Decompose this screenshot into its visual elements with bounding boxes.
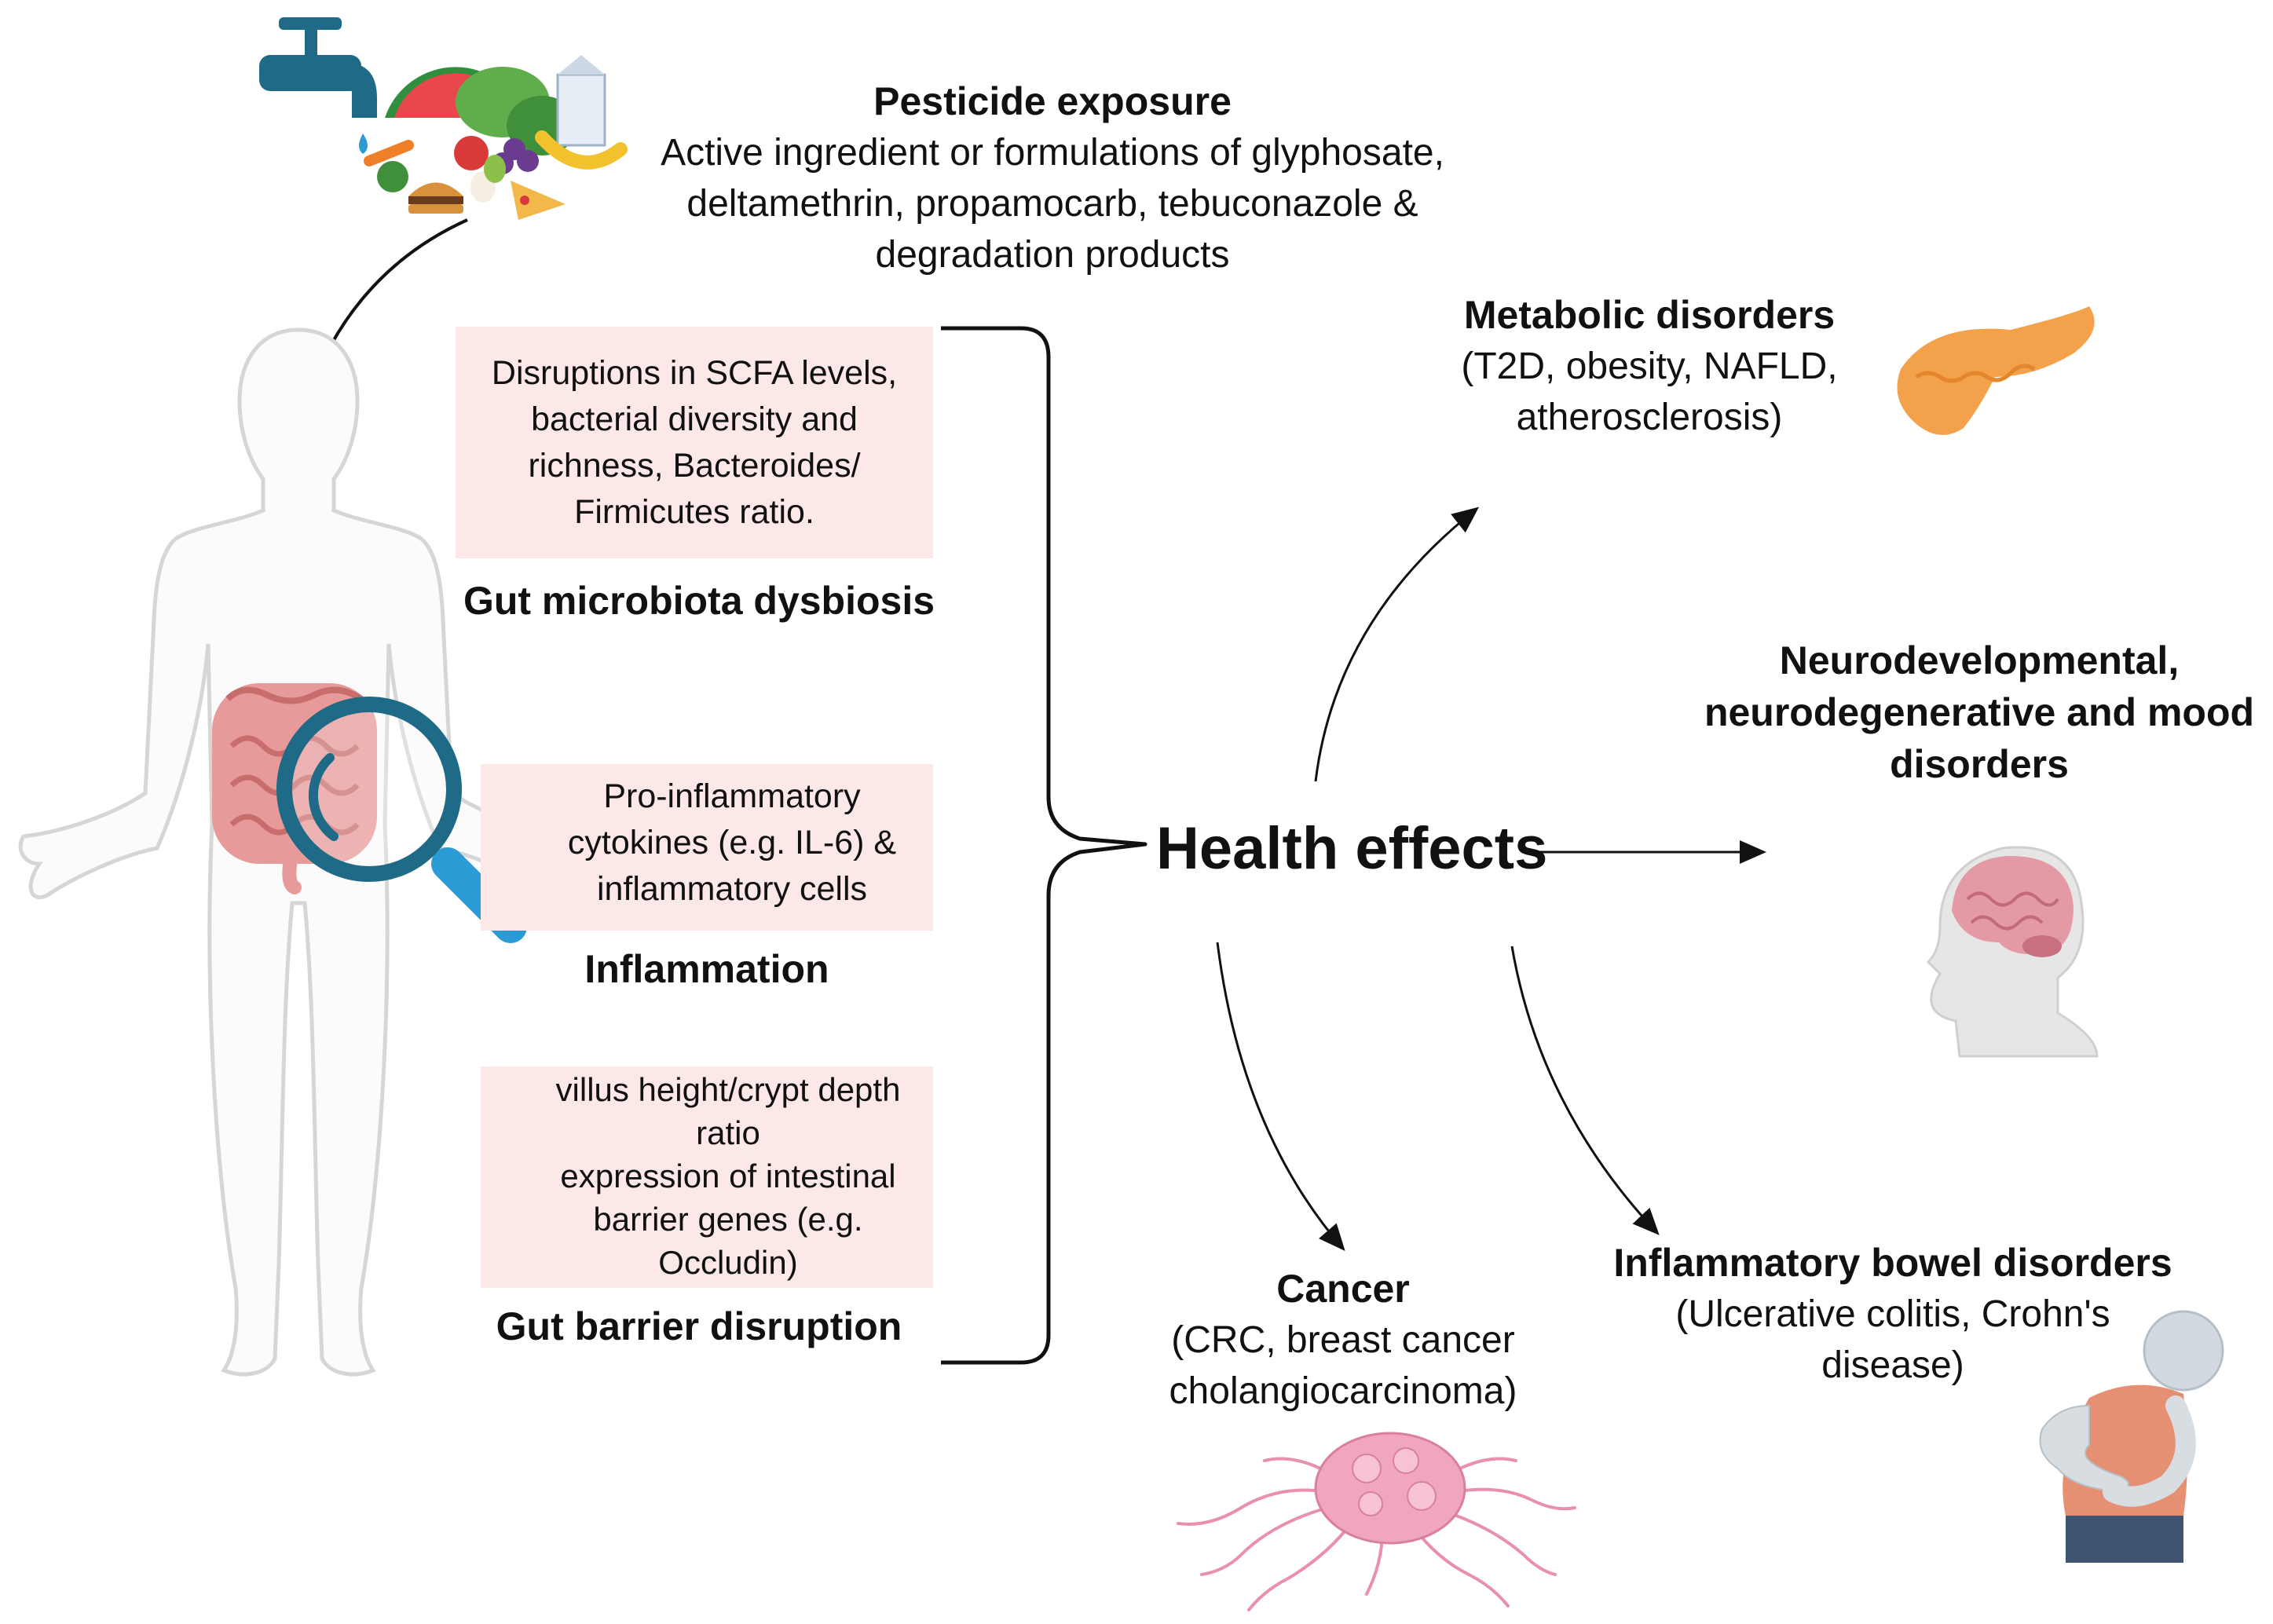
barrier-line-1: villus height/crypt depth [555, 1071, 901, 1108]
cancer-line-2: cholangiocarcinoma) [1169, 1370, 1517, 1412]
barrier-line-2: ratio [696, 1114, 760, 1151]
dysbiosis-line-1: Disruptions in SCFA levels, [491, 354, 898, 392]
barrier-box: ↓ villus height/crypt depth ratio expres… [481, 1066, 933, 1288]
ibd-line-1: (Ulcerative colitis, Crohn's [1675, 1293, 2110, 1335]
exposure-block: Pesticide exposure Active ingredient or … [613, 75, 1492, 280]
ibd-line-2: disease) [1821, 1344, 1964, 1386]
neuro-title-line-1: Neurodevelopmental, [1779, 638, 2180, 682]
health-effects-label: Health effects [1156, 815, 1548, 882]
arrow-to-cancer [1216, 942, 1345, 1252]
neuro-block: Neurodevelopmental, neurodegenerative an… [1689, 635, 2270, 790]
exposure-line-1: Active ingredient or formulations of gly… [661, 132, 1444, 174]
inflammation-line-2: cytokines (e.g. IL-6) & [567, 824, 897, 861]
cancer-block: Cancer (CRC, breast cancer cholangiocarc… [1123, 1263, 1563, 1417]
dysbiosis-box: Disruptions in SCFA levels, bacterial di… [456, 327, 933, 558]
inflammation-line-1: Pro-inflammatory [603, 777, 861, 815]
exposure-line-2: deltamethrin, propamocarb, tebuconazole … [686, 183, 1418, 225]
barrier-line-4: barrier genes (e.g. [593, 1201, 863, 1238]
dysbiosis-line-3: richness, Bacteroides/ [528, 447, 861, 485]
metabolic-title: Metabolic disorders [1463, 293, 1836, 337]
food-and-water-icon [259, 17, 628, 220]
dysbiosis-label: Gut microbiota dysbiosis [463, 579, 935, 623]
inflammation-line-3: inflammatory cells [596, 870, 868, 908]
neuro-title-line-2: neurodegenerative and mood [1704, 690, 2255, 734]
ibd-block: Inflammatory bowel disorders (Ulcerative… [1587, 1237, 2199, 1391]
tumor-icon [1177, 1432, 1576, 1611]
inflammation-label: Inflammation [584, 947, 829, 991]
cancer-line-1: (CRC, breast cancer [1171, 1319, 1515, 1361]
exposure-line-3: degradation products [875, 234, 1230, 276]
arrow-to-ibd [1510, 946, 1660, 1235]
barrier-line-5: Occludin) [658, 1244, 798, 1281]
intestine-icon [212, 683, 377, 894]
arrow-to-metabolic [1314, 507, 1480, 782]
pancreas-icon [1897, 306, 2095, 435]
ibd-title: Inflammatory bowel disorders [1613, 1241, 2172, 1285]
brain-head-icon [1926, 846, 2099, 1058]
inflammation-box: ↑ Pro-inflammatory cytokines (e.g. IL-6)… [481, 764, 933, 931]
neuro-title-line-3: disorders [1890, 742, 2069, 786]
cancer-title: Cancer [1276, 1267, 1410, 1311]
abdominal-pain-person-icon [2039, 1310, 2224, 1563]
barrier-line-3: expression of intestinal [560, 1158, 896, 1194]
dysbiosis-line-2: bacterial diversity and [531, 401, 858, 438]
metabolic-block: Metabolic disorders (T2D, obesity, NAFLD… [1406, 289, 1893, 443]
exposure-title: Pesticide exposure [873, 79, 1232, 123]
metabolic-line-1: (T2D, obesity, NAFLD, [1461, 346, 1838, 387]
dysbiosis-line-4: Firmicutes ratio. [574, 493, 814, 531]
bracket [941, 326, 1147, 1365]
metabolic-line-2: atherosclerosis) [1516, 397, 1783, 438]
barrier-label: Gut barrier disruption [496, 1304, 902, 1348]
